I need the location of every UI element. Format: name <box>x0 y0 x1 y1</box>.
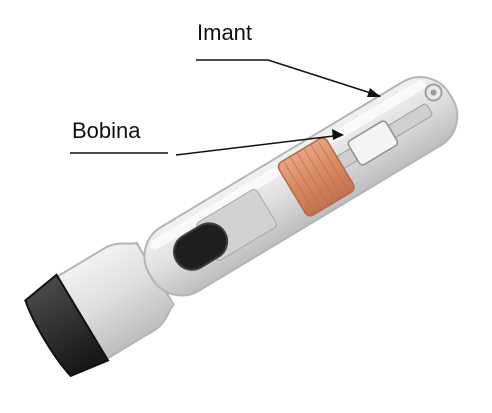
magnet-label: Imant <box>197 22 252 44</box>
coil-label: Bobina <box>72 120 141 142</box>
magnet-arrowhead <box>367 88 381 97</box>
magnet-pointer-line <box>268 60 380 96</box>
